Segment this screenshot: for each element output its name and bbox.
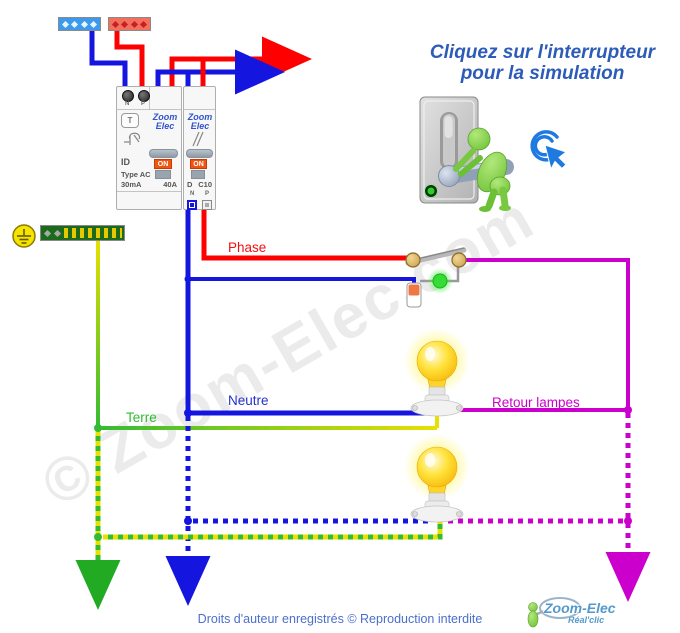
differential-breaker: N P Zoom Elec T ON ID Type AC 30mA 40A bbox=[116, 86, 182, 210]
db-curve-label: D bbox=[187, 180, 193, 189]
terre-label: Terre bbox=[126, 410, 157, 425]
circuit-breaker: Zoom Elec ON D C10 N P bbox=[183, 86, 216, 210]
db-rocker-lower[interactable] bbox=[191, 170, 205, 179]
supply-phase-wire bbox=[114, 29, 145, 90]
id-terminal-n-label: N bbox=[125, 101, 130, 107]
neutre-wire bbox=[185, 206, 433, 416]
switch-illustration[interactable] bbox=[419, 96, 514, 212]
supply-neutral-wire bbox=[89, 29, 128, 90]
phase-label: Phase bbox=[228, 240, 267, 255]
terre-dotted bbox=[75, 431, 443, 610]
switch-contact-out bbox=[451, 252, 467, 268]
retour-lampes-wire bbox=[464, 258, 630, 410]
logo-graphic bbox=[527, 597, 581, 628]
db-top-strip bbox=[184, 87, 215, 110]
db-rocker[interactable] bbox=[186, 149, 213, 158]
db-terminal-n-label: N bbox=[190, 191, 195, 197]
lamp-1 bbox=[403, 327, 471, 417]
id-on-badge[interactable]: ON bbox=[154, 159, 172, 169]
id-terminal-p-label: P bbox=[141, 101, 146, 107]
db-rating-label: C10 bbox=[198, 180, 212, 189]
phase-busbar bbox=[108, 17, 151, 31]
connector-body bbox=[408, 284, 420, 296]
logo-tagline: Réal'clic bbox=[568, 615, 605, 625]
click-cursor-icon bbox=[530, 130, 568, 171]
instruction-title: Cliquez sur l'interrupteur pour la simul… bbox=[429, 42, 656, 84]
id-rocker-lower[interactable] bbox=[155, 170, 171, 179]
phase-wire bbox=[201, 206, 407, 261]
differential-symbol-icon bbox=[124, 132, 141, 145]
retour-lampes-label: Retour lampes bbox=[492, 395, 580, 410]
test-button[interactable]: T bbox=[121, 113, 139, 128]
logo-character-icon bbox=[528, 602, 538, 612]
switch-contact-in bbox=[405, 252, 421, 268]
switch-indicator-led bbox=[432, 273, 448, 289]
id-sensitivity-label: 30mA bbox=[121, 180, 142, 189]
junction-dots bbox=[94, 275, 632, 541]
busbar-diamond-icon bbox=[112, 20, 120, 28]
logo-name: Zoom-Elec bbox=[544, 600, 616, 616]
id-bottom-strip bbox=[117, 191, 181, 209]
id-top-strip: N P bbox=[117, 87, 181, 110]
earth-terminal-strip bbox=[40, 225, 125, 241]
id-type-label: Type AC bbox=[121, 170, 151, 179]
db-terminal-n bbox=[187, 200, 197, 210]
db-on-badge[interactable]: ON bbox=[190, 159, 207, 169]
id-terminal-p bbox=[138, 90, 150, 102]
breaker-symbol-icon bbox=[192, 131, 204, 147]
zoom-elec-logo: Zoom-Elec Réal'clic bbox=[524, 597, 674, 631]
id-rocker[interactable] bbox=[149, 149, 178, 158]
neutre-label: Neutre bbox=[228, 393, 269, 408]
id-model-label: ID bbox=[121, 157, 130, 167]
lamp-2 bbox=[403, 433, 471, 523]
copyright-text: Droits d'auteur enregistrés © Reproducti… bbox=[197, 612, 483, 626]
db-brand: Zoom Elec bbox=[187, 112, 213, 131]
busbar-diamond-icon bbox=[62, 20, 70, 28]
neutral-distribution-arrow bbox=[155, 49, 285, 95]
id-brand: Zoom Elec bbox=[152, 112, 178, 131]
green-character bbox=[453, 127, 511, 212]
strip-diamond-icon bbox=[43, 229, 52, 237]
magnifier-icon bbox=[539, 597, 581, 619]
neutral-busbar bbox=[58, 17, 101, 31]
earth-strip-stripes bbox=[64, 228, 122, 238]
id-rating-label: 40A bbox=[163, 180, 177, 189]
id-terminal-n bbox=[122, 90, 134, 102]
neutre-branch-to-indicator bbox=[188, 277, 416, 284]
earth-symbol-icon bbox=[12, 224, 36, 248]
db-terminal-p-label: P bbox=[204, 191, 209, 197]
wall-switch[interactable] bbox=[405, 247, 467, 308]
db-terminal-p bbox=[202, 200, 212, 210]
